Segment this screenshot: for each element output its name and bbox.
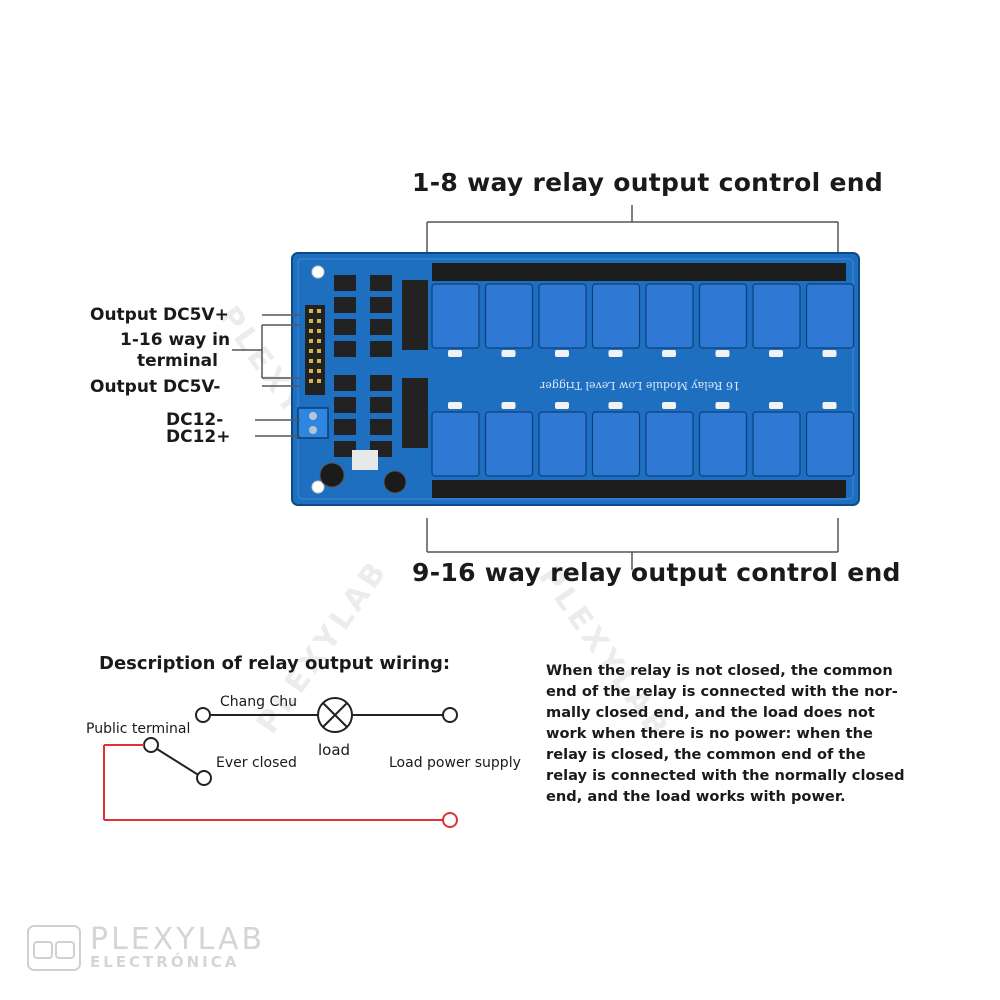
label-terminal-line2: terminal (137, 351, 218, 371)
label-output-5v-minus: Output DC5V- (90, 377, 221, 397)
relay-block (645, 283, 694, 349)
relay-led (769, 350, 783, 357)
relay-led (822, 402, 837, 409)
relay-led (501, 350, 516, 357)
relay-block (645, 411, 694, 477)
power-contact-bottom (442, 812, 458, 828)
normally-closed-contact (196, 770, 212, 786)
description-line: relay is connected with the normally clo… (546, 767, 905, 784)
wiring-description: When the relay is not closed, the common… (546, 660, 926, 807)
label-ever-closed: Ever closed (216, 755, 297, 771)
wiring-red-line (103, 744, 458, 828)
bottom-section-title: 9-16 way relay output control end (412, 558, 901, 587)
description-line: work when there is no power: when the (546, 725, 873, 742)
relay-block (752, 283, 801, 349)
brand-subtitle: ELECTRÓNICA (90, 953, 240, 971)
label-load: load (318, 741, 351, 759)
wiring-diagram (143, 697, 458, 786)
description-line: relay is closed, the common end of the (546, 746, 866, 763)
relay-led (555, 350, 569, 357)
relay-led (555, 402, 569, 409)
label-output-5v-plus: Output DC5V+ (90, 305, 229, 325)
label-chang-chu: Chang Chu (220, 694, 297, 710)
label-dc12-plus: DC12+ (166, 427, 231, 447)
relay-block (805, 283, 855, 349)
relay-led (769, 402, 783, 409)
wiring-title: Description of relay output wiring: (99, 653, 451, 674)
relay-led (822, 350, 837, 357)
top-bracket (426, 205, 839, 252)
relay-led (662, 402, 676, 409)
silkscreen-text: 16 Relay Module Low Level Trigger (539, 379, 740, 392)
relay-led (715, 350, 730, 357)
label-public-terminal: Public terminal (86, 721, 191, 737)
input-header-pins (305, 305, 325, 395)
relay-block (752, 411, 801, 477)
relay-led (501, 402, 516, 409)
top-section-title: 1-8 way relay output control end (412, 168, 884, 197)
bottom-bracket (426, 518, 839, 570)
relay-block (431, 283, 480, 349)
relay-block (591, 411, 641, 477)
description-line: When the relay is not closed, the common (546, 662, 893, 679)
relay-led (448, 402, 462, 409)
relay-led (662, 350, 676, 357)
relay-led (608, 402, 623, 409)
relay-block (591, 283, 641, 349)
relay-led (448, 350, 462, 357)
description-line: end of the relay is connected with the n… (546, 683, 898, 700)
label-dc12-minus: DC12- (166, 410, 224, 430)
label-terminal-line1: 1-16 way in (120, 330, 231, 350)
relay-block (431, 411, 480, 477)
label-pointers (232, 314, 300, 437)
relay-block (484, 411, 534, 477)
normally-open-contact (195, 707, 211, 723)
label-load-power-supply: Load power supply (389, 755, 521, 771)
relay-led (715, 402, 730, 409)
plexylab-logo-icon (27, 925, 81, 971)
common-contact (143, 737, 159, 753)
relay-block (805, 411, 855, 477)
relay-block (538, 283, 587, 349)
power-contact-top (442, 707, 458, 723)
relay-led (608, 350, 623, 357)
output-terminals-top (432, 263, 846, 281)
description-line: mally closed end, and the load does not (546, 704, 875, 721)
relay-block (538, 411, 587, 477)
relay-block (698, 411, 748, 477)
brand-name: PLEXYLAB (90, 922, 266, 957)
relay-block (698, 283, 748, 349)
relay-block (484, 283, 534, 349)
output-terminals-bottom (432, 480, 846, 498)
description-line: end, and the load works with power. (546, 788, 846, 805)
relay-group (431, 283, 855, 477)
